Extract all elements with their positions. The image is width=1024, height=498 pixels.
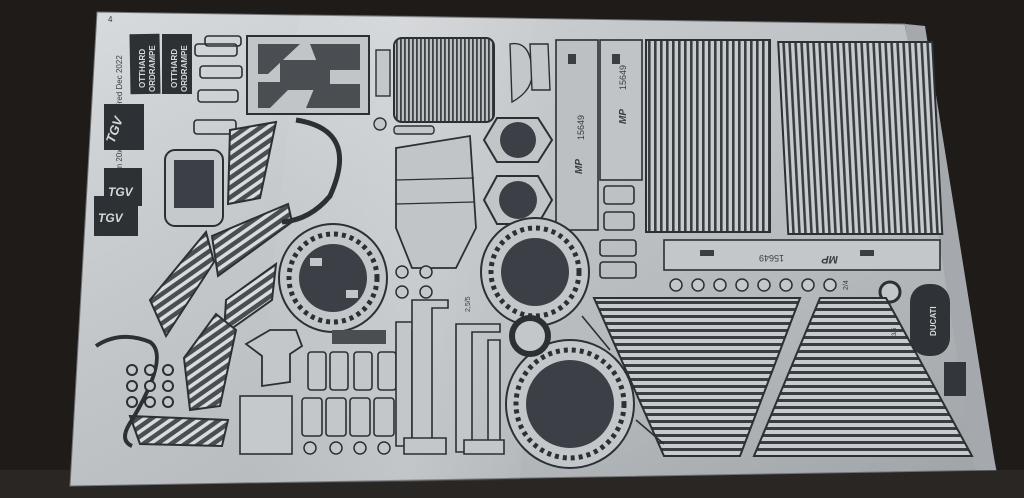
corner-mark: 4 [108, 15, 113, 24]
ducati-plate: DUCATI [910, 284, 950, 356]
misc-top-parts [373, 42, 551, 135]
display-frame-part [164, 149, 224, 227]
vertical-plate-1-number: 15649 [576, 115, 586, 140]
small-washers-bottom [303, 265, 433, 455]
trapezoid-grille-left [592, 297, 802, 457]
badge-2-line1: OTTHARD [170, 49, 179, 88]
vertical-plate-1: 15649 MP [555, 39, 599, 231]
gear-ring-bottom [505, 339, 635, 469]
badge-1-line2: ORDRAMPE [148, 45, 157, 92]
tgv-logo-3-text: TGV [98, 211, 124, 225]
octagon-part-top [482, 117, 554, 163]
brand-mark-3: MP [821, 253, 838, 265]
fraction-label-3-5: 3/5 [892, 327, 898, 336]
ducati-label: DUCATI [929, 306, 938, 336]
stepped-bracket [244, 329, 304, 388]
wide-plate: 15649 MP [663, 239, 941, 271]
large-slat-grille-right [777, 41, 944, 235]
square-plate [239, 395, 293, 455]
l-rails [395, 299, 505, 455]
bracket-group-top [193, 35, 243, 135]
gear-ring-middle [480, 217, 590, 327]
vertical-plate-2: 15649 MP [599, 39, 643, 181]
small-rect-parts [301, 351, 397, 437]
washer-grid [126, 364, 174, 408]
badge-2: OTTHARD ORDRAMPE [162, 34, 192, 94]
curved-arm-part [281, 117, 342, 225]
slatted-square-grille [393, 37, 495, 123]
x-frame-grille [246, 35, 370, 115]
tgv-logo-3: TGV [94, 196, 138, 236]
ring-washer [509, 315, 551, 357]
large-slat-grille-left [645, 39, 771, 233]
fraction-label-2-4: 2/4 [843, 280, 850, 290]
brand-mark-1: MP [574, 159, 585, 174]
diagonal-vents [128, 120, 294, 448]
trapezoid-grille-right [752, 297, 974, 457]
badge-2-line2: ORDRAMPE [180, 45, 189, 92]
small-clips [581, 185, 665, 445]
dark-bar-part [332, 330, 386, 344]
brand-mark-2: MP [618, 109, 629, 124]
badge-1-line1: OTTHARD [138, 49, 147, 88]
badge-1: OTTHARD ORDRAMPE [129, 33, 161, 95]
wide-plate-number: 15649 [759, 253, 784, 263]
washer-row [669, 278, 837, 292]
octagon-part-bottom [482, 175, 554, 225]
tgv-logo-1: TGV [103, 104, 144, 150]
center-bracket [395, 134, 477, 269]
tgv-logo-2-text: TGV [108, 185, 134, 199]
vertical-plate-2-number: 15649 [618, 65, 628, 90]
gear-ring-left [278, 223, 388, 333]
small-dark-plate [944, 362, 966, 396]
fraction-label-2-5-5: 2,5/5 [465, 296, 472, 312]
